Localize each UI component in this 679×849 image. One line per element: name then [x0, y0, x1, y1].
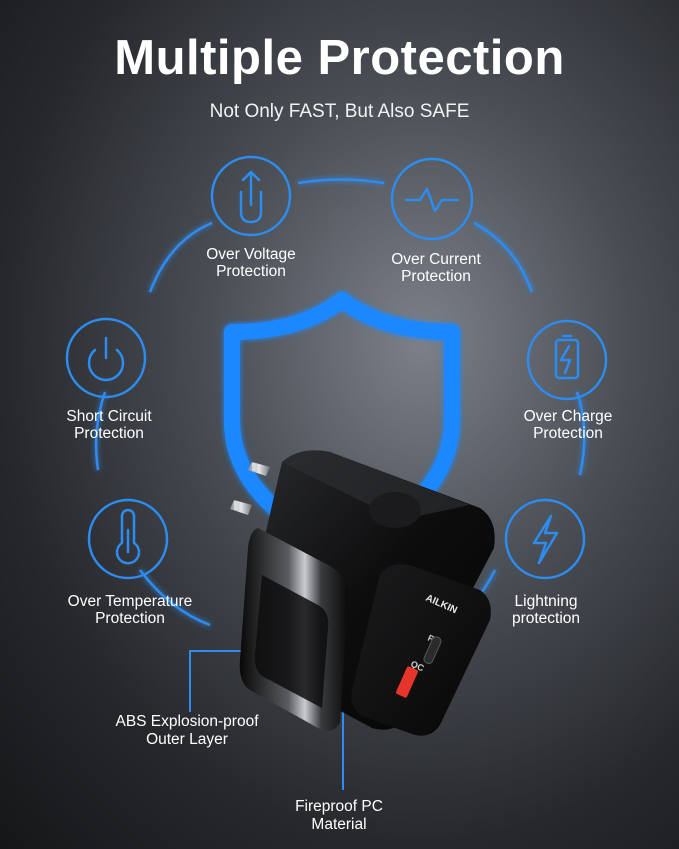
charger-product: AILKIN PD QC [230, 450, 495, 736]
lightning-icon [504, 498, 586, 580]
feature-label-line1: Short Circuit [66, 408, 152, 425]
feature-lightning: Lightning protection [456, 593, 636, 627]
page-subtitle: Not Only FAST, But Also SAFE [209, 101, 470, 122]
feature-over-current: Over Current Protection [346, 251, 526, 285]
feature-over-voltage: Over Voltage Protection [161, 246, 341, 280]
feature-over-temperature: Over Temperature Protection [40, 593, 220, 627]
callout-pc-material: Fireproof PC Material [229, 798, 449, 834]
usb-c-port [423, 636, 442, 665]
battery-charge-icon [526, 319, 608, 401]
callout-line2: Outer Layer [146, 731, 228, 748]
thermometer-icon [87, 498, 169, 580]
page-title: Multiple Protection [114, 31, 565, 85]
feature-label-line2: Protection [401, 268, 471, 285]
callout-line1: ABS Explosion-proof [115, 713, 259, 730]
feature-label-line1: Lightning [514, 593, 578, 610]
feature-label-line2: Protection [533, 425, 603, 442]
feature-label-line2: Protection [74, 425, 144, 442]
feature-over-charge: Over Charge Protection [478, 408, 658, 442]
feature-short-circuit: Short Circuit Protection [19, 408, 199, 442]
feature-label-line2: Protection [95, 610, 165, 627]
usb-a-port [396, 666, 418, 698]
feature-label-line1: Over Temperature [67, 593, 193, 610]
arrow-up-icon [210, 155, 292, 237]
feature-label-line1: Over Current [391, 251, 481, 268]
power-icon [65, 317, 147, 399]
callout-line2: Material [311, 816, 367, 833]
callout-abs-layer: ABS Explosion-proof Outer Layer [77, 713, 297, 749]
callout-line1: Fireproof PC [295, 798, 383, 815]
feature-label-line1: Over Charge [523, 408, 613, 425]
feature-label-line1: Over Voltage [206, 246, 296, 263]
feature-label-line2: protection [511, 610, 581, 627]
pulse-wave-icon [390, 157, 474, 241]
feature-label-line2: Protection [216, 263, 286, 280]
